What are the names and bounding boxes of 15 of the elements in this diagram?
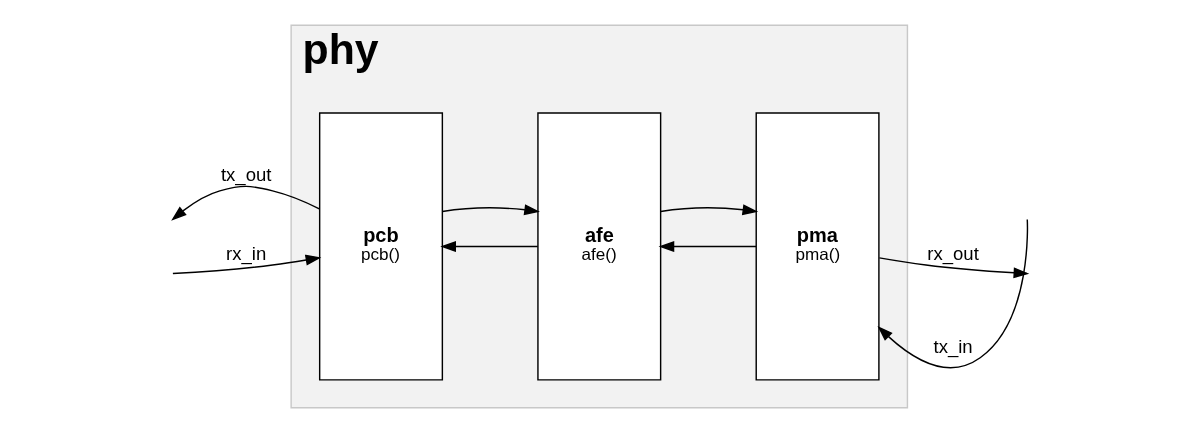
node-box: pma pma() [755, 112, 880, 381]
edge-label: tx_in [933, 335, 973, 357]
edge-label: rx_in [225, 242, 266, 264]
edge-label: tx_out [220, 164, 271, 186]
arrow [170, 185, 320, 221]
node-box: pcb pcb() [318, 112, 443, 381]
arrow [441, 204, 540, 216]
edge-label: rx_out [926, 242, 979, 264]
arrow [171, 254, 321, 275]
arrow [659, 204, 758, 216]
arrow [658, 240, 757, 252]
node-box: afe afe() [536, 112, 661, 381]
arrow [878, 257, 1029, 279]
arrow [877, 218, 1028, 369]
arrow [439, 240, 538, 252]
